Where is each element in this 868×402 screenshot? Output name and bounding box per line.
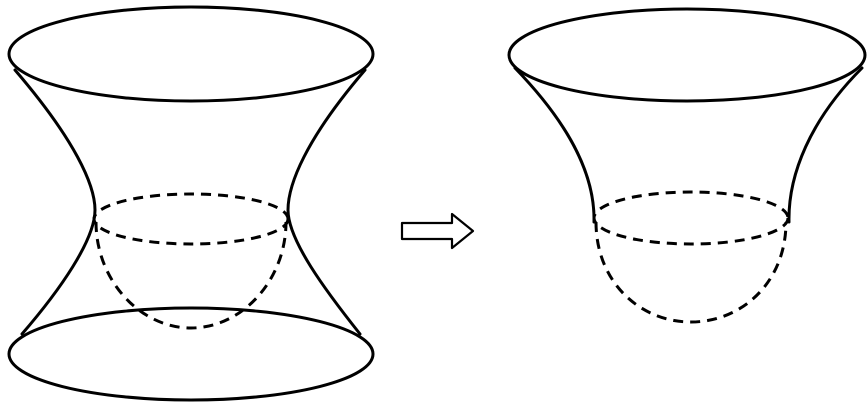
left-bottom-ellipse: [7, 306, 375, 402]
right-right-side-curve: [787, 66, 864, 224]
left-figure-hyperboloid: [7, 5, 375, 402]
left-right-side-curve: [286, 68, 367, 336]
right-hollow-arrow-icon: [400, 212, 475, 250]
left-waist-dashed-ellipse: [92, 192, 290, 246]
right-base-dashed-ellipse: [592, 190, 790, 246]
right-hemisphere-dashed-arc: [594, 221, 788, 324]
right-figure-capped-surface: [507, 7, 867, 324]
left-hemisphere-dashed-arc: [94, 221, 288, 330]
left-top-ellipse: [7, 5, 375, 103]
left-left-side-curve: [13, 68, 97, 336]
right-top-ellipse: [507, 7, 867, 103]
arrow-outline: [400, 212, 475, 250]
right-left-side-curve: [513, 66, 596, 224]
